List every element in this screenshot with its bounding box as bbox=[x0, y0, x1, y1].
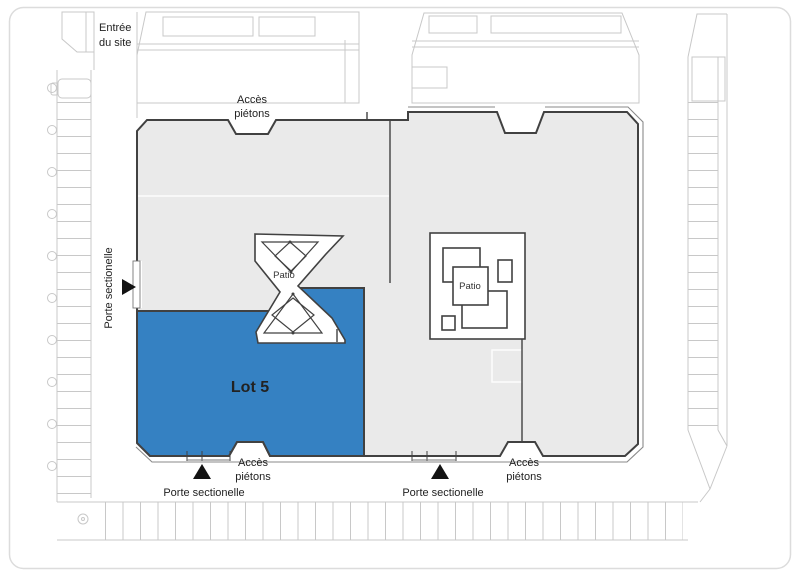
neighbor-building-c bbox=[411, 12, 640, 104]
lot5-area[interactable] bbox=[136, 287, 365, 457]
sectional-doors bbox=[131, 260, 457, 461]
parking-right-strip bbox=[687, 57, 728, 503]
left-sectional-door bbox=[132, 260, 141, 309]
pedestrian-access-top-l1: Accès bbox=[237, 94, 267, 106]
pedestrian-access-bottom1-l1: Accès bbox=[238, 457, 268, 469]
door-arrow-bottom1-icon bbox=[193, 464, 211, 479]
context-buildings bbox=[61, 11, 728, 446]
patio-square-structure: Patio bbox=[429, 232, 526, 340]
neighbor-building-b bbox=[136, 11, 360, 104]
lot5-label: Lot 5 bbox=[231, 379, 269, 396]
patio-square-label: Patio bbox=[459, 281, 481, 292]
site-entrance-label-l1: Entrée bbox=[99, 22, 131, 34]
bottom-sectional-door-2 bbox=[411, 451, 457, 461]
pedestrian-access-bottom2-l1: Accès bbox=[509, 457, 539, 469]
site-entrance-label-l2: du site bbox=[99, 37, 131, 49]
patio-x-structure: Patio bbox=[254, 233, 346, 344]
pedestrian-access-bottom1-l2: piétons bbox=[235, 471, 271, 483]
sectional-door-label-bottom2: Porte sectionelle bbox=[402, 487, 483, 499]
door-arrow-bottom2-icon bbox=[431, 464, 449, 479]
parking-stalls-left bbox=[57, 102, 91, 498]
patio-x-label: Patio bbox=[273, 270, 295, 281]
bollards bbox=[47, 83, 57, 471]
tree-marker bbox=[77, 513, 89, 525]
pedestrian-access-bottom2-l2: piétons bbox=[506, 471, 542, 483]
parking-bottom-strip bbox=[57, 501, 698, 541]
parking-stalls-right bbox=[688, 102, 718, 430]
pedestrian-access-top-l2: piétons bbox=[234, 108, 270, 120]
sectional-door-label-bottom1: Porte sectionelle bbox=[163, 487, 244, 499]
plan-labels: Entrée du site Accès piétons Accès piéto… bbox=[99, 22, 542, 499]
bottom-sectional-door-1 bbox=[186, 451, 231, 461]
parking-left-strip bbox=[47, 70, 92, 502]
parking-stalls-bottom bbox=[105, 502, 683, 540]
sectional-door-label-left: Porte sectionelle bbox=[103, 247, 115, 328]
door-arrow-left-icon bbox=[122, 279, 136, 295]
neighbor-building-d bbox=[687, 13, 728, 446]
